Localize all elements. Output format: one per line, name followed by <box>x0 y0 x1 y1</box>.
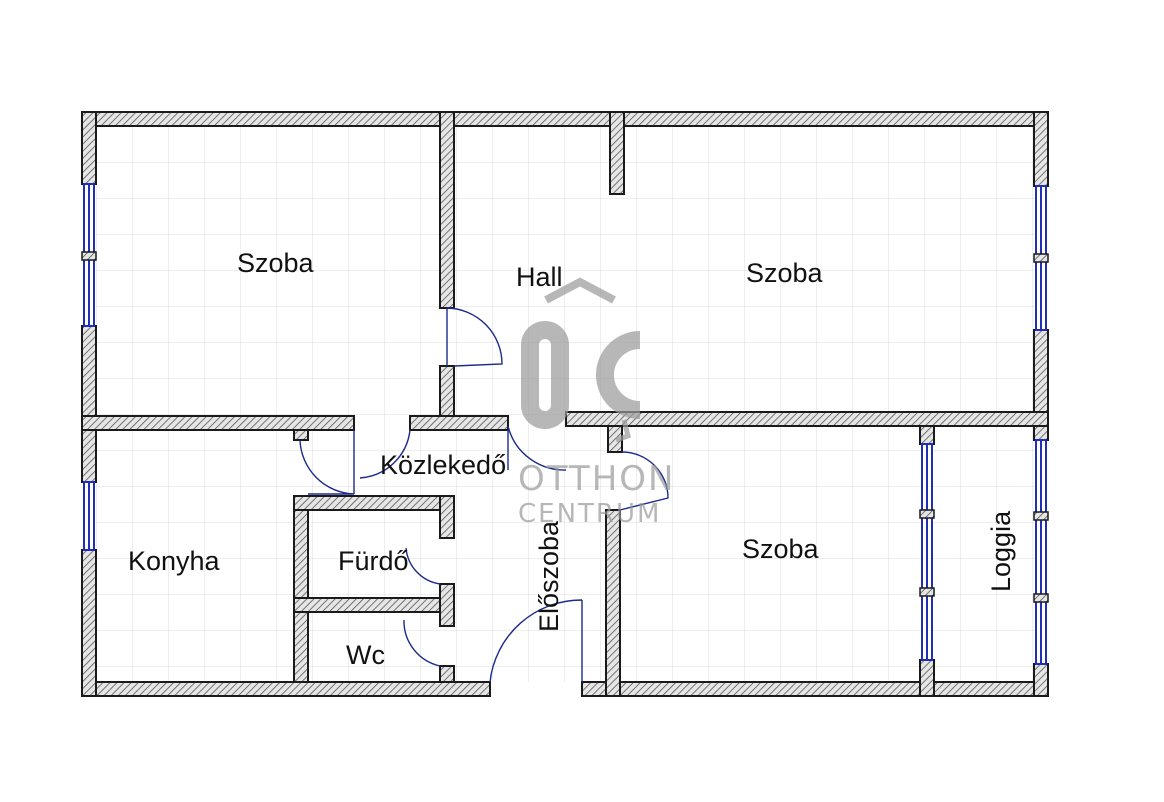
wall-szoba-loggia-bottom <box>919 659 935 697</box>
wall-outer-left-2 <box>81 325 97 483</box>
wall-eloszoba-szoba <box>605 509 621 697</box>
watermark-line2: CENTRUM <box>518 499 661 529</box>
door-szoba-left <box>446 307 503 367</box>
watermark-text: OTTHON CENTRUM <box>518 459 675 529</box>
room-label-hall: Hall <box>516 262 563 292</box>
wall-bath-divider <box>293 597 455 613</box>
room-label-wc: Wc <box>346 640 385 670</box>
door-konyha <box>299 430 355 495</box>
door-entrance <box>489 599 583 683</box>
wall-middle-left <box>81 415 355 431</box>
watermark-line1: OTTHON <box>518 459 675 499</box>
room-label-furdo: Fürdő <box>338 546 409 576</box>
room-label-szoba-bottom-right: Szoba <box>742 534 820 564</box>
wall-outer-left-1 <box>81 111 97 185</box>
wall-bath-top <box>293 495 455 511</box>
window-mullions <box>81 251 1049 603</box>
room-label-loggia: Loggia <box>986 510 1016 592</box>
wall-outer-left-3 <box>81 549 97 697</box>
door-furdo <box>405 547 441 585</box>
room-label-eloszoba: Előszoba <box>534 520 564 632</box>
wall-outer-bottom-right <box>581 681 1049 697</box>
room-label-szoba-top-left: Szoba <box>237 248 315 278</box>
wall-szoba-hall-lower <box>439 365 455 419</box>
door-hall <box>507 425 567 471</box>
wall-outer-right-1 <box>1033 111 1049 187</box>
wall-middle-center <box>409 415 509 431</box>
wall-outer-bottom-left <box>81 681 491 697</box>
wall-outer-right-3 <box>1033 663 1049 697</box>
wall-middle-right <box>565 411 1049 427</box>
wall-szoba-loggia-top <box>919 425 935 445</box>
room-label-szoba-top-right: Szoba <box>746 258 824 288</box>
wall-outer-top <box>81 111 1049 127</box>
wall-bath-right-2 <box>439 583 455 627</box>
door-szoba-br <box>619 451 669 511</box>
doors <box>299 307 669 683</box>
wall-bath-right-3 <box>439 665 455 683</box>
room-label-konyha: Konyha <box>128 546 221 576</box>
door-wc <box>403 619 441 667</box>
room-labels: Szoba Hall Szoba Közlekedő Konyha Fürdő … <box>128 248 1016 670</box>
room-label-kozlekedo: Közlekedő <box>380 450 506 480</box>
wall-szoba-hall-upper <box>439 111 455 309</box>
wall-bath-right-1 <box>439 495 455 539</box>
wall-stub-hall <box>609 111 625 195</box>
oc-house-logo-icon <box>521 277 641 443</box>
wall-bath-left <box>293 495 309 683</box>
door-kozlekedo-left <box>359 429 411 479</box>
wall-jamb-konyha <box>293 429 309 441</box>
walls <box>81 111 1049 697</box>
